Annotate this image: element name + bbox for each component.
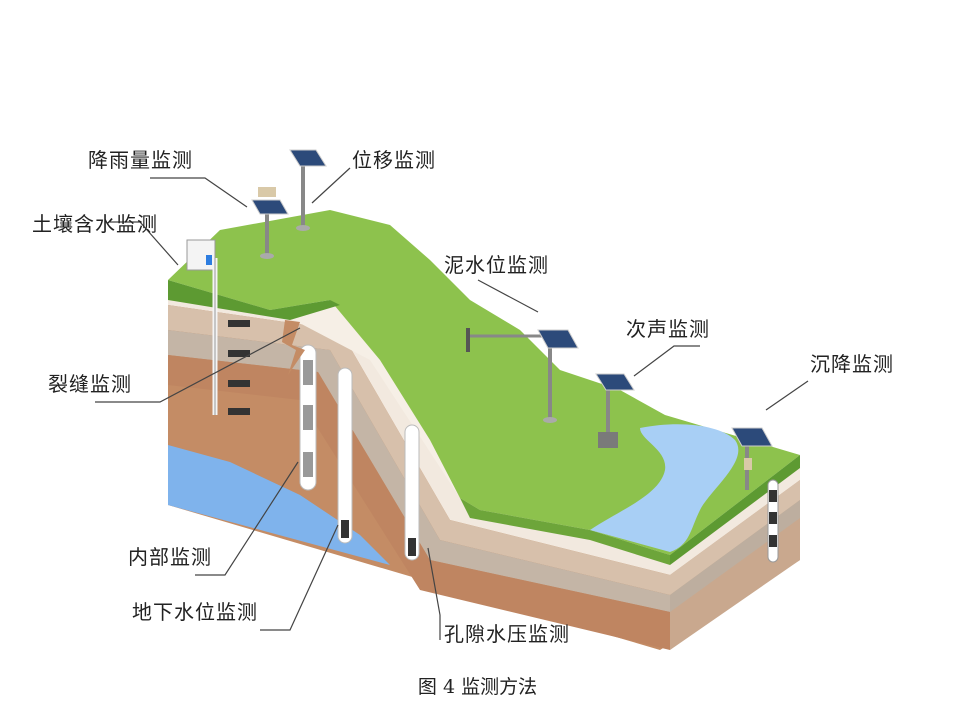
leader-mud-level — [477, 279, 539, 313]
disp-base — [296, 225, 310, 231]
soil-moisture-probe — [186, 239, 250, 415]
pore-borehole — [404, 424, 420, 561]
moisture-sensor-3 — [228, 380, 250, 387]
internal-sensor-2 — [303, 405, 313, 430]
leader-subsidence — [765, 380, 809, 411]
infra-solar-panel — [595, 373, 635, 391]
mud-arm-post — [466, 328, 470, 352]
grass-surface — [168, 210, 800, 565]
label-displacement: 位移监测 — [352, 148, 436, 172]
pore-sensor — [408, 538, 416, 556]
subsidence-sensor-2 — [769, 512, 777, 524]
leader-soil-moisture — [110, 221, 179, 266]
groundwater-layer — [168, 445, 390, 565]
subsidence-station — [731, 427, 773, 490]
sub-solar-panel — [731, 427, 773, 447]
crack — [282, 320, 305, 375]
subsidence-sensor-3 — [769, 535, 777, 547]
leader-infrasound — [633, 345, 700, 377]
moisture-sensor-2 — [228, 350, 250, 357]
groundwater-borehole — [337, 367, 353, 544]
infra-box — [598, 432, 618, 448]
mud-base — [543, 417, 557, 423]
rain-solar-panel — [251, 199, 289, 215]
label-subsidence: 沉降监测 — [810, 352, 894, 376]
label-groundwater: 地下水位监测 — [132, 600, 258, 624]
rainfall-station — [251, 187, 289, 259]
mud-level-station — [466, 328, 579, 423]
moisture-sensor-4 — [228, 408, 250, 415]
subsidence-sensor-1 — [769, 490, 777, 502]
mud-pole — [548, 330, 552, 420]
label-rainfall: 降雨量监测 — [88, 148, 193, 172]
disp-pole — [301, 160, 305, 228]
label-soil-moisture: 土壤含水监测 — [32, 212, 158, 236]
leader-crack — [95, 327, 301, 403]
internal-sensor-1 — [303, 360, 313, 385]
infra-pole — [606, 385, 610, 437]
sub-box — [744, 458, 752, 470]
label-mud-level: 泥水位监测 — [444, 253, 549, 277]
soil-layer-mid — [168, 305, 670, 595]
grass-top — [168, 210, 800, 555]
rain-base — [260, 253, 274, 259]
infrasound-station — [595, 373, 635, 448]
disp-solar-panel — [289, 149, 327, 167]
grass-edge-right — [670, 455, 800, 565]
soil-layer-brown — [168, 355, 670, 650]
boreholes — [299, 344, 779, 563]
moisture-sensor-1 — [228, 320, 250, 327]
grass-edge-front — [460, 498, 670, 565]
label-infrasound: 次声监测 — [626, 317, 710, 341]
rain-pole — [265, 205, 269, 255]
mud-solar-panel — [537, 329, 579, 349]
displacement-station — [289, 149, 327, 231]
rain-gauge — [258, 187, 276, 197]
leader-internal — [195, 461, 299, 576]
figure-caption: 图 4 监测方法 — [417, 676, 538, 698]
leader-lines — [95, 167, 809, 640]
label-internal: 内部监测 — [128, 545, 212, 569]
label-crack: 裂缝监测 — [48, 372, 132, 396]
label-pore-pressure: 孔隙水压监测 — [444, 622, 570, 646]
groundwater-sensor — [341, 520, 349, 538]
river — [590, 424, 739, 552]
internal-sensor-3 — [303, 452, 313, 477]
leader-pore — [427, 547, 441, 640]
moisture-indicator — [206, 255, 212, 265]
grass-edge-left — [168, 280, 340, 320]
leader-groundwater — [260, 524, 339, 631]
leader-displacement — [311, 167, 351, 204]
soil-layer-gray — [168, 330, 670, 612]
leader-rainfall — [150, 177, 248, 208]
